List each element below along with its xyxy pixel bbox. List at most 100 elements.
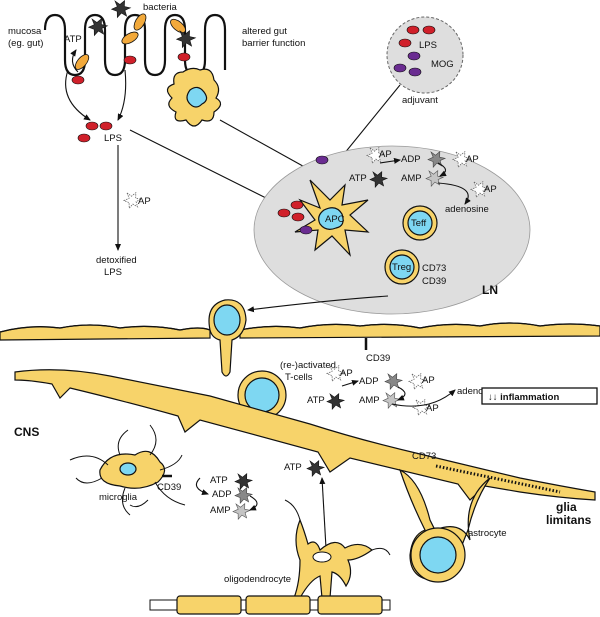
axon-myelin (149, 595, 391, 615)
ln-atp-to-adp-arrow (379, 157, 401, 164)
free-lps-label: LPS (104, 133, 122, 144)
adjuvant-lps-label: LPS (419, 40, 437, 51)
teff-label: Teff (411, 218, 427, 229)
gut-antigen-presenting-cell (166, 67, 222, 127)
ln-ap-label-3: AP (484, 184, 497, 195)
inflammation-label: ↓↓ inflammation (488, 392, 559, 403)
free-lps-molecules (77, 121, 113, 143)
gut-lps-molecules (71, 52, 191, 85)
apc-to-ln-arrow (219, 119, 311, 171)
oligodendrocyte-atp-label: ATP (284, 462, 302, 473)
cd73-surface-marker (435, 464, 561, 494)
ln-label: LN (482, 283, 498, 297)
ln-adp-icon (427, 151, 447, 168)
microglia-amp-label: AMP (210, 505, 231, 516)
treg-cell (384, 249, 420, 285)
mucosa-label: mucosa (8, 26, 42, 37)
ln-amp-icon (425, 170, 445, 187)
cns-amp-icon (382, 392, 402, 409)
t-cells-label: (re-)activated (280, 360, 336, 371)
cns-ap-label-3: AP (426, 403, 439, 414)
ln-ap-label-1: AP (379, 149, 392, 160)
ln-antigens (277, 155, 329, 235)
endothelial-cd39-label: CD39 (366, 353, 390, 364)
microglia-adp-icon (234, 487, 254, 504)
detoxified-lps-label: LPS (104, 267, 122, 278)
inflammation-box (481, 387, 598, 405)
ln-apc-cell (294, 179, 370, 257)
treg-label: Treg (392, 262, 411, 273)
microglia-amp-icon (232, 503, 252, 520)
cns-adp-label: ADP (359, 376, 379, 387)
treg-migration-arrow (247, 295, 389, 313)
microglia-label: microglia (99, 492, 138, 503)
glia-limitans-layer (14, 369, 596, 501)
gut-atp-release-arrow (70, 49, 79, 73)
cns-adp-to-amp-arrow (397, 386, 406, 401)
gut-bacteria (74, 13, 186, 70)
ln-adp-label: ADP (401, 154, 421, 165)
t-cells-label-2: T-cells (285, 372, 313, 383)
oligodendrocyte-label: oligodendrocyte (224, 574, 291, 585)
cns-amp-to-adenosine-arrow (391, 389, 456, 407)
ln-amp-to-adenosine-arrow (437, 182, 471, 205)
ln-adenosine-label: adenosine (445, 204, 489, 215)
oligodendrocyte-atp-release-arrow (319, 477, 327, 549)
cns-ap-enzyme-icon-2 (407, 372, 428, 391)
bacteria-label: bacteria (143, 2, 178, 13)
altered-barrier-label-2: barrier function (242, 38, 305, 49)
extravasating-t-cell (208, 299, 247, 377)
adjuvant-bubble (386, 16, 464, 94)
ln-ap-label-2: AP (466, 154, 479, 165)
microglia-adp-label: ADP (212, 489, 232, 500)
cns-adenosine-label: adenosine (457, 386, 501, 397)
cns-adp-icon (384, 373, 404, 390)
ln-ap-enzyme-icon-3 (469, 180, 490, 199)
altered-barrier-label: altered gut (242, 26, 287, 37)
lps-ap-enzyme-icon (122, 191, 143, 210)
microglia-adp-to-amp-arrow (249, 495, 258, 511)
blood-vessel-endothelium (0, 322, 600, 341)
cns-ap-enzyme-icon-1 (325, 364, 346, 383)
cns-amp-label: AMP (359, 395, 380, 406)
cns-atp-to-adp-arrow (341, 379, 359, 387)
ln-amp-label: AMP (401, 173, 422, 184)
gut-atp-label: ATP (64, 34, 82, 45)
ln-adp-to-amp-arrow (437, 162, 447, 177)
oligodendrocyte-cell (284, 499, 391, 599)
adjuvant-label: adjuvant (402, 95, 438, 106)
microglia-atp-to-adp-arrow (195, 477, 209, 495)
cns-ap-enzyme-icon-3 (411, 398, 432, 417)
cns-cd73-label: CD73 (412, 451, 436, 462)
apc-label: APC (325, 214, 345, 225)
lps-ap-label: AP (138, 196, 151, 207)
lps-arrow-from-mucosa-1 (65, 69, 91, 121)
teff-cell (402, 205, 438, 241)
gut-atp-stars (87, 0, 197, 49)
cns-atp-label: ATP (307, 395, 325, 406)
cns-ap-label-1: AP (340, 368, 353, 379)
detoxified-label: detoxified (96, 255, 137, 266)
cns-atp-icon (326, 393, 346, 410)
ln-cd73-label: CD73 (422, 263, 446, 274)
lps-arrow-from-mucosa-2 (117, 69, 127, 121)
microglia-cd39-label: CD39 (157, 482, 181, 493)
cns-ap-label-2: AP (422, 375, 435, 386)
ln-ap-enzyme-icon-2 (451, 150, 472, 169)
microglia-atp-label: ATP (210, 475, 228, 486)
glia-limitans-label: glia (556, 500, 577, 514)
mucosa-example-label: (eg. gut) (8, 38, 43, 49)
microglia-atp-icon (234, 473, 254, 490)
oligodendrocyte-atp-icon (306, 460, 326, 477)
ln-atp-label: ATP (349, 173, 367, 184)
ln-ap-enzyme-icon-1 (365, 146, 386, 165)
cns-label: CNS (14, 425, 39, 439)
ln-cd39-label: CD39 (422, 276, 446, 287)
astrocyte-cell (398, 468, 491, 583)
ln-atp-icon (369, 171, 389, 188)
lps-to-ln-arrow (129, 129, 291, 211)
microglia-cell (69, 424, 186, 516)
glia-limitans-label-2: limitans (546, 513, 592, 527)
astrocyte-label: astrocyte (468, 528, 507, 539)
